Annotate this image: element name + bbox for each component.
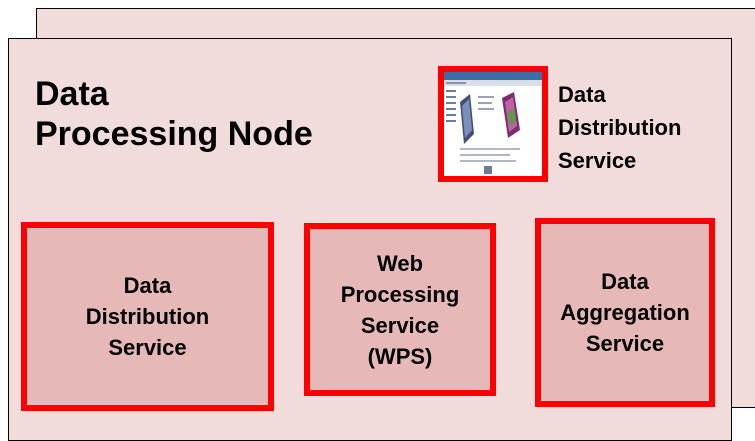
service-label-line: Service [585,331,665,356]
service-label-line: Processing [340,281,460,307]
service-label-line: Data [601,269,649,294]
node-title-line-2: Processing Node [35,115,313,153]
service-label: Data Distribution Service [86,270,209,363]
service-label-line: Web [376,250,424,276]
node-title: Data Processing Node [35,74,313,154]
node-title-line-1: Data [35,75,109,113]
thumbnail-label-line-2: Distribution [558,115,682,140]
service-label-line: Service [360,312,440,338]
service-label-line: Data [123,273,172,298]
thumbnail-label-line-3: Service [558,148,637,173]
service-label-line: Aggregation [560,300,690,325]
data-aggregation-service-box: Data Aggregation Service [535,218,715,407]
service-label-line: Distribution [85,304,210,329]
thumbnail-label-line-1: Data [558,82,606,107]
screenshot-thumbnail-icon [444,72,542,176]
data-distribution-service-box: Data Distribution Service [21,222,274,411]
web-processing-service-box: Web Processing Service (WPS) [304,223,496,396]
webpage-screenshot-thumbnail [438,66,548,182]
service-label-line: Service [108,335,187,360]
service-label: Data Aggregation Service [560,266,690,359]
service-label-line: (WPS) [367,343,433,369]
thumbnail-service-label: Data Distribution Service [558,78,681,177]
service-label: Web Processing Service (WPS) [341,248,460,372]
